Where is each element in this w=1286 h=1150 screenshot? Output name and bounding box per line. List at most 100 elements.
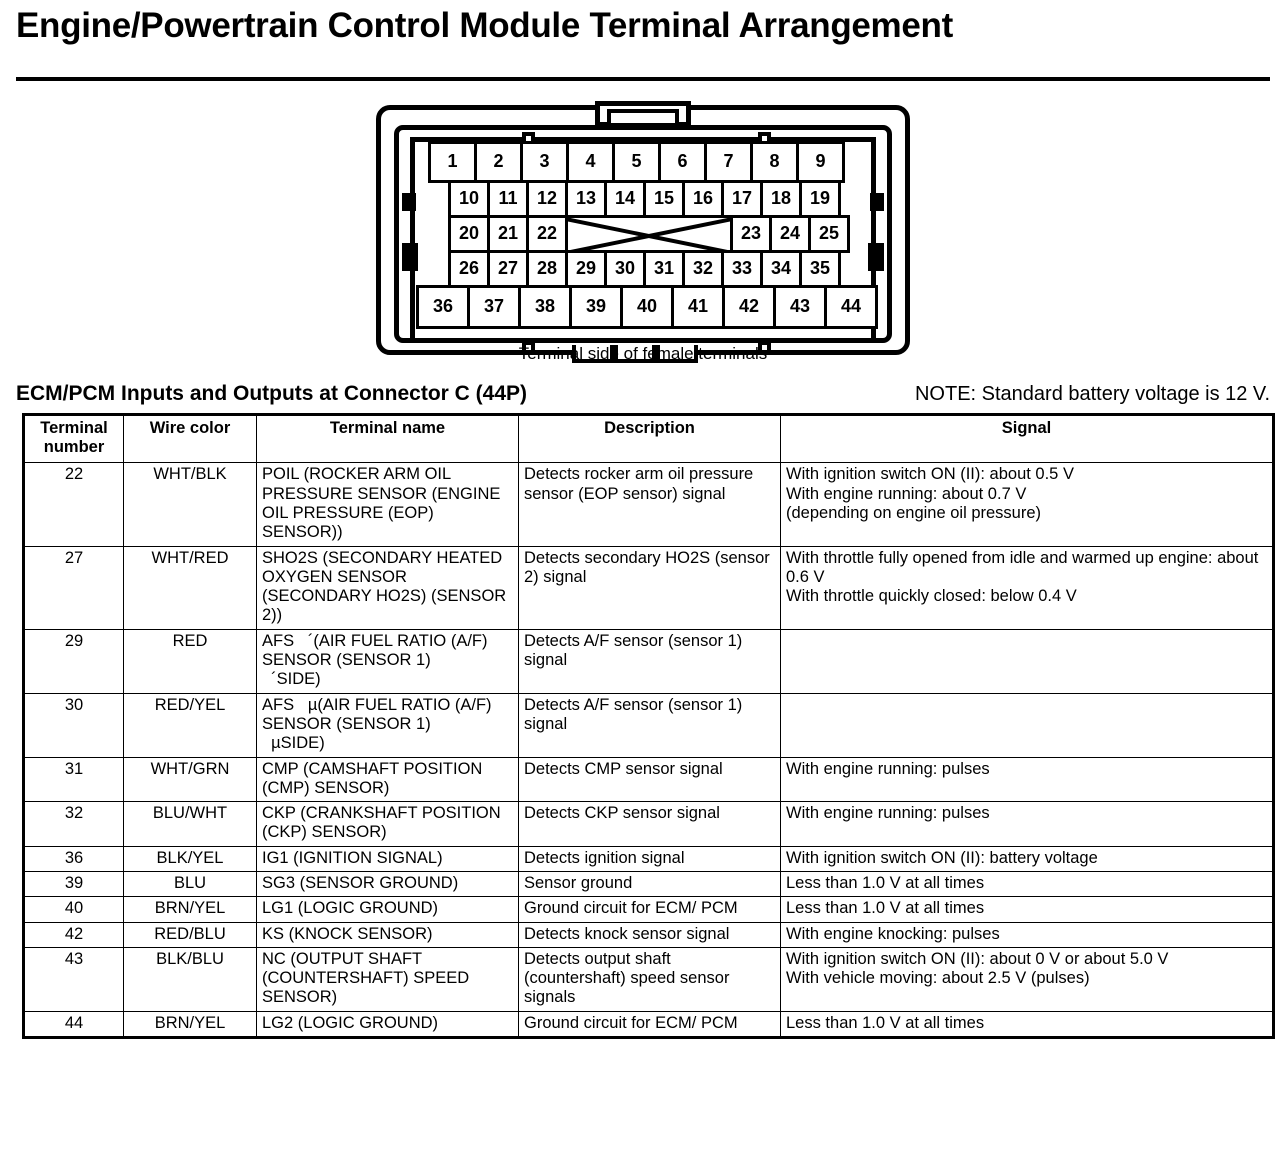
- cell-terminal-name: LG2 (LOGIC GROUND): [256, 1010, 519, 1039]
- cell-wire-color: WHT/GRN: [123, 756, 257, 803]
- terminal-pin: 34: [760, 249, 802, 288]
- cell-line: Ground circuit for ECM/ PCM: [524, 1013, 738, 1032]
- terminal-pin: 28: [526, 249, 568, 288]
- table-row: 30 RED/YEL AFS µ(AIR FUEL RATIO (A/F) SENS…: [23, 692, 1274, 758]
- terminal-pin: 42: [722, 284, 776, 329]
- cell-line: Less than 1.0 V at all times: [786, 1013, 985, 1032]
- cell-line: 43: [64, 949, 84, 968]
- section-header: ECM/PCM Inputs and Outputs at Connector …: [16, 382, 1270, 406]
- cell-terminal-number: 27: [23, 545, 124, 630]
- cell-line: Detects CMP sensor signal: [524, 759, 723, 778]
- cell-terminal-number: 44: [23, 1010, 124, 1039]
- terminal-pin: 25: [808, 214, 850, 253]
- terminal-pin: 39: [569, 284, 623, 329]
- cell-terminal-name: SG3 (SENSOR GROUND): [256, 870, 519, 898]
- left-latch-nub-lower: [402, 242, 418, 271]
- cell-line: BRN/YEL: [154, 899, 226, 918]
- bottom-tab-3: [656, 344, 698, 363]
- cell-line: Less than 1.0 V at all times: [786, 873, 985, 892]
- cell-terminal-number: 29: [23, 628, 124, 694]
- cell-description: Detects A/F sensor (sensor 1) signal: [518, 628, 781, 694]
- terminal-pin: 17: [721, 179, 763, 218]
- cell-terminal-name: POIL (ROCKER ARM OIL PRESSURE SENSOR (EN…: [256, 462, 519, 547]
- terminal-pin: 37: [467, 284, 521, 329]
- cell-terminal-name: CKP (CRANKSHAFT POSITION (CKP) SENSOR): [256, 801, 519, 847]
- cell-description: Ground circuit for ECM/ PCM: [518, 896, 781, 923]
- cell-terminal-number: 32: [23, 801, 124, 847]
- connector-body: 1 2 3 4 5 6 7 8 9 10 11 12 13 14 15 16 1…: [376, 96, 910, 365]
- cell-line: 42: [64, 924, 84, 943]
- connector-inner-shell: [410, 136, 876, 343]
- cell-line: BLU: [173, 873, 207, 892]
- cell-line: RED/BLU: [154, 924, 226, 943]
- terminal-pin: 14: [604, 179, 646, 218]
- cell-line: Detects A/F sensor (sensor 1) signal: [524, 695, 747, 733]
- cell-line: With throttle quickly closed: below 0.4 …: [786, 587, 1077, 606]
- terminal-pin: 36: [416, 284, 470, 329]
- cell-line: NC (OUTPUT SHAFT (COUNTERSHAFT) SPEED SE…: [262, 949, 474, 1007]
- cell-line: Detects ignition signal: [524, 848, 685, 867]
- cell-terminal-number: 30: [23, 692, 124, 758]
- terminal-pin: 2: [474, 140, 523, 183]
- cell-wire-color: BLU/WHT: [123, 801, 257, 847]
- cell-signal: With engine running: pulses: [780, 756, 1274, 803]
- cell-description: Detects output shaft (countershaft) spee…: [518, 946, 781, 1012]
- terminal-pin: 12: [526, 179, 568, 218]
- cell-signal: [780, 628, 1274, 694]
- cell-line: IG1 (IGNITION SIGNAL): [262, 848, 443, 867]
- cell-line: BRN/YEL: [154, 1013, 226, 1032]
- cell-line: Detects output shaft (countershaft) spee…: [524, 949, 735, 1007]
- terminal-row-5: 36 37 38 39 40 41 42 43 44: [416, 284, 878, 329]
- cell-line: WHT/GRN: [150, 759, 230, 778]
- cell-line: 44: [64, 1013, 84, 1032]
- cell-description: Detects A/F sensor (sensor 1) signal: [518, 692, 781, 758]
- terminal-spec-table: Terminal number Wire color Terminal name…: [22, 412, 1275, 1040]
- column-header-terminal-number: Terminal number: [23, 413, 124, 464]
- terminal-pin: 19: [799, 179, 841, 218]
- cell-line: With ignition switch ON (II): about 0.5 …: [786, 465, 1074, 484]
- cell-terminal-number: 43: [23, 946, 124, 1012]
- cell-terminal-name: AFS ´(AIR FUEL RATIO (A/F) SENSOR (SENSO…: [256, 628, 519, 694]
- terminal-row-4: 26 27 28 29 30 31 32 33 34 35: [448, 249, 841, 288]
- cell-terminal-name: AFS µ(AIR FUEL RATIO (A/F) SENSOR (SENSO…: [256, 692, 519, 758]
- terminal-pin: 44: [824, 284, 878, 329]
- cell-signal: With engine running: pulses: [780, 801, 1274, 847]
- terminal-pin: 31: [643, 249, 685, 288]
- terminal-row-2: 10 11 12 13 14 15 16 17 18 19: [448, 179, 841, 218]
- cell-line: Detects CKP sensor signal: [524, 804, 720, 823]
- right-latch-nub-lower: [868, 242, 884, 271]
- terminal-pin: 5: [612, 140, 661, 183]
- terminal-pin: 20: [448, 214, 490, 253]
- terminal-row-1: 1 2 3 4 5 6 7 8 9: [428, 140, 845, 183]
- cell-line: RED/YEL: [154, 695, 226, 714]
- alignment-key-bottom-left: [522, 340, 535, 354]
- cell-line: BLU/WHT: [152, 804, 228, 823]
- terminal-pin: 38: [518, 284, 572, 329]
- terminal-pin: 22: [526, 214, 568, 253]
- column-header-terminal-name: Terminal name: [256, 413, 519, 464]
- cell-wire-color: RED/YEL: [123, 692, 257, 758]
- terminal-pin: 8: [750, 140, 799, 183]
- cell-line: BLK/BLU: [156, 949, 224, 968]
- title-divider: [16, 76, 1270, 81]
- cell-wire-color: BLU: [123, 870, 257, 898]
- cell-line: With engine running: pulses: [786, 759, 990, 778]
- section-note: NOTE: Standard battery voltage is 12 V.: [914, 382, 1270, 405]
- terminal-pin: 6: [658, 140, 707, 183]
- terminal-pin: 40: [620, 284, 674, 329]
- cell-line: 39: [64, 873, 84, 892]
- cell-terminal-name: KS (KNOCK SENSOR): [256, 921, 519, 948]
- cell-line: 22: [64, 465, 84, 484]
- cell-description: Detects ignition signal: [518, 845, 781, 872]
- table-row: 39 BLU SG3 (SENSOR GROUND)Sensor ground Les…: [23, 870, 1274, 898]
- cell-description: Sensor ground: [518, 870, 781, 898]
- cell-signal: Less than 1.0 V at all times: [780, 896, 1274, 923]
- cell-signal: With ignition switch ON (II): about 0 V …: [780, 946, 1274, 1012]
- cell-line: With ignition switch ON (II): about 0 V …: [786, 949, 1169, 968]
- cell-line: CKP (CRANKSHAFT POSITION (CKP) SENSOR): [262, 804, 506, 842]
- terminal-pin: 41: [671, 284, 725, 329]
